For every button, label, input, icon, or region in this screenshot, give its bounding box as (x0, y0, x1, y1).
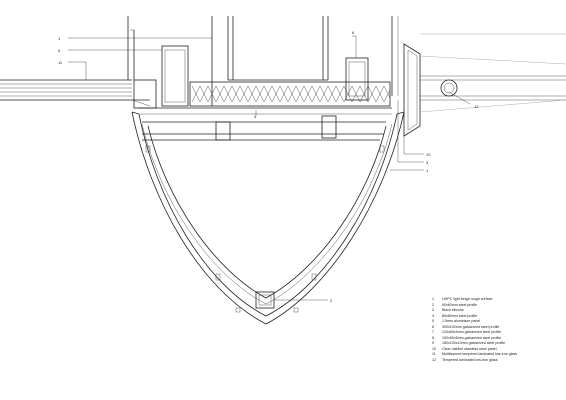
legend-item-text: Clear hairline stainless steel panel (442, 346, 497, 351)
left-glazing (0, 79, 151, 107)
legend-item-number: 1 (432, 297, 434, 301)
legend-item-text: 80x80mm steel profile (442, 313, 478, 318)
legend-item-text: 300x100mm galvanized steel profile (442, 324, 500, 329)
materials-legend: 1 UHPC light beige rough surface 2 60x60mm … (432, 297, 562, 364)
legend-item-text: 1.5mm aluminium panel (442, 319, 481, 324)
callout-11: 11 (58, 60, 63, 65)
legend-item-text: Black silicone (442, 308, 464, 313)
legend-item: 5 1.5mm aluminium panel (432, 319, 562, 325)
horizontal-member (138, 107, 392, 141)
legend-item: 7 120x60x4mm galvanized steel profile (432, 330, 562, 336)
callout-6: 6 (352, 30, 355, 35)
legend-item-text: Multilayered tempered laminated low-iron… (442, 352, 518, 357)
legend-item-text: 60x60mm steel profile (442, 302, 478, 307)
callout-12: 12 (474, 104, 479, 109)
legend-item-number: 2 (432, 302, 434, 307)
legend-item-number: 5 (432, 319, 434, 324)
callout-labels: 1 5 11 6 4 12 10 3 1 2 (58, 30, 479, 303)
callout-10: 10 (426, 152, 431, 157)
legend-item: 1 UHPC light beige rough surface (432, 297, 562, 303)
right-glazing (403, 33, 566, 137)
shield-cladding (131, 111, 405, 325)
legend-item-number: 12 (432, 358, 436, 363)
legend-item-number: 7 (432, 330, 434, 335)
legend-item: 4 80x80mm steel profile (432, 314, 562, 320)
callout-1-top: 1 (58, 36, 61, 41)
legend-item-text: 180x100x10mm galvanized steel profile (442, 341, 506, 346)
legend-item-number: 6 (432, 324, 434, 329)
legend-item-number: 8 (432, 335, 434, 340)
callout-5: 5 (58, 48, 61, 53)
insulation-band (189, 81, 391, 107)
legend-item: 12 Tempered laminated low-iron glass (432, 358, 562, 364)
legend-item: 8 100x50x5mm galvanized steel profile (432, 336, 562, 342)
right-profile (345, 57, 369, 101)
callout-4: 4 (254, 114, 257, 119)
callout-1-right: 1 (426, 168, 429, 173)
leader-lines (68, 35, 471, 301)
legend-item-text: 100x50x5mm galvanized steel profile (442, 335, 502, 340)
legend-item-number: 4 (432, 313, 434, 318)
left-frame (127, 16, 189, 109)
legend-item: 9 180x100x10mm galvanized steel profile (432, 341, 562, 347)
legend-item-text: 120x60x4mm galvanized steel profile (442, 330, 502, 335)
legend-item-text: Tempered laminated low-iron glass (442, 358, 498, 363)
legend-item: 2 60x60mm steel profile (432, 303, 562, 309)
callout-2: 2 (330, 298, 333, 303)
legend-item-text: UHPC light beige rough surface (442, 297, 493, 301)
legend-item-number: 3 (432, 308, 434, 313)
legend-item: 6 300x100mm galvanized steel profile (432, 325, 562, 331)
legend-item: 10 Clear hairline stainless steel panel (432, 347, 562, 353)
legend-item: 11 Multilayered tempered laminated low-ir… (432, 352, 562, 358)
legend-item-number: 11 (432, 352, 436, 357)
legend-item-number: 9 (432, 341, 434, 346)
legend-item-number: 10 (432, 346, 436, 351)
central-frame (211, 16, 399, 106)
legend-item: 3 Black silicone (432, 308, 562, 314)
callout-3: 3 (426, 160, 429, 165)
